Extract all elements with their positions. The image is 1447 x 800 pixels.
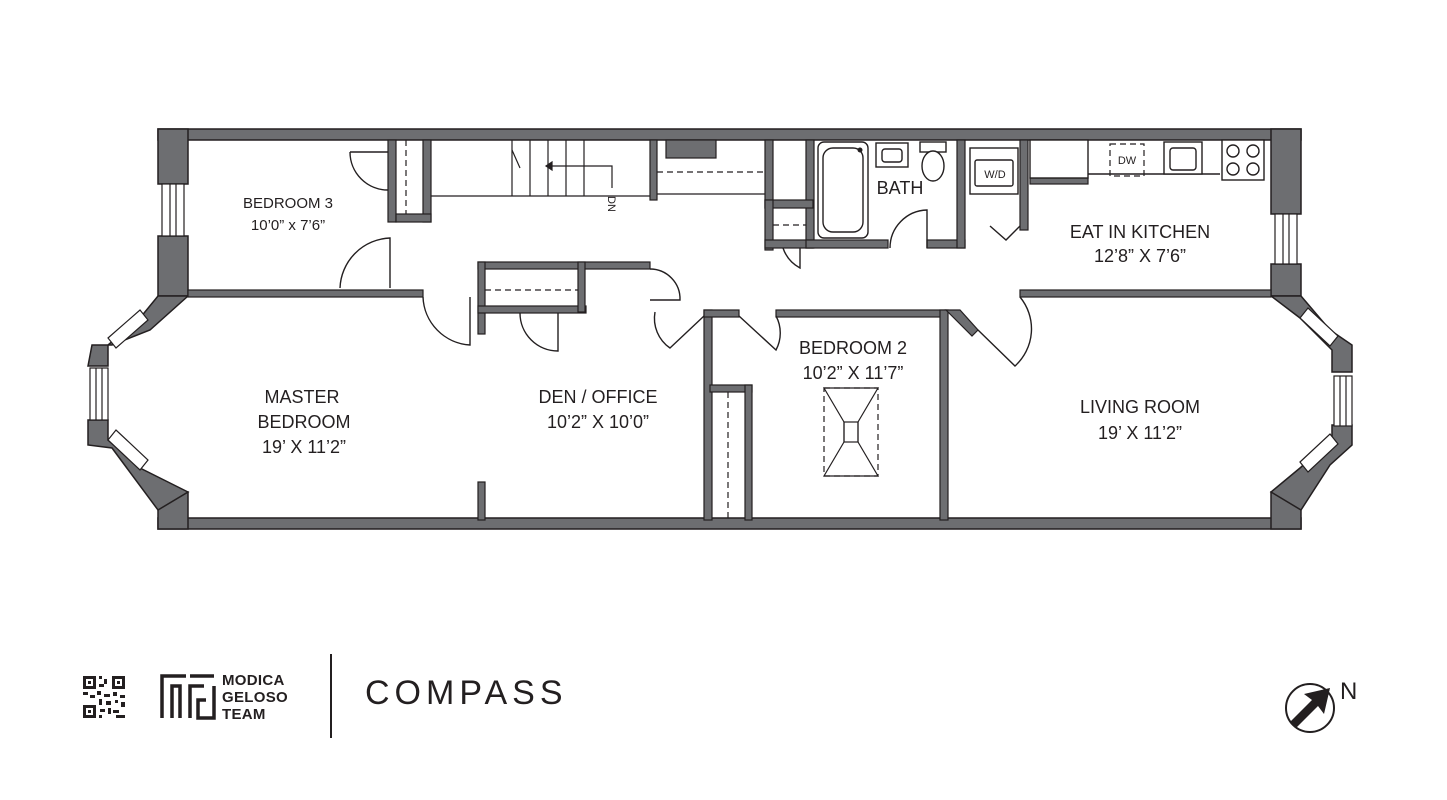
qr-code-icon [83,676,125,718]
bedroom3-name: BEDROOM 3 [243,195,333,212]
north-label: N [1340,678,1358,705]
master-name-1: MASTER [264,387,339,407]
living-size: 19’ X 11’2” [1098,423,1182,443]
washer-dryer-label: W/D [984,169,1005,181]
dashed-lines [405,140,1145,518]
master-size: 19’ X 11’2” [262,437,346,457]
kitchen-name: EAT IN KITCHEN [1070,222,1210,242]
team-name: MODICA GELOSO TEAM [222,672,288,723]
bath-name: BATH [877,178,924,198]
stairs [431,140,650,197]
team-line-1: MODICA [222,672,285,689]
team-line-2: GELOSO [222,689,288,706]
stove-icon [1221,139,1265,181]
room-labels: BEDROOM 3 10’0” x 7’6” MASTER BEDROOM 19… [243,155,1210,457]
den-name: DEN / OFFICE [538,387,657,407]
team-line-3: TEAM [222,706,266,723]
doors [339,151,1033,367]
brand-divider [330,654,332,738]
bedroom2-name: BEDROOM 2 [799,338,907,358]
den-size: 10’2” X 10’0” [547,412,649,432]
company-logo: COMPASS [365,674,568,712]
bedroom2-size: 10’2” X 11’7” [803,363,904,383]
kitchen-size: 12’8” X 7’6” [1094,246,1186,266]
mg-logo-icon [160,674,216,720]
skylight-icon [822,387,880,477]
dishwasher-label: DW [1118,155,1137,167]
bedroom3-size: 10’0” x 7’6” [251,217,325,234]
exterior-walls [87,128,1353,530]
bath-fixtures [817,141,947,239]
master-name-2: BEDROOM [257,412,350,432]
windows [89,183,1353,473]
interior-walls [187,139,1272,521]
living-name: LIVING ROOM [1080,397,1200,417]
kitchen-fixtures [969,139,1265,195]
north-arrow-icon [1285,683,1335,733]
stairs-down-label: DN [605,196,617,212]
